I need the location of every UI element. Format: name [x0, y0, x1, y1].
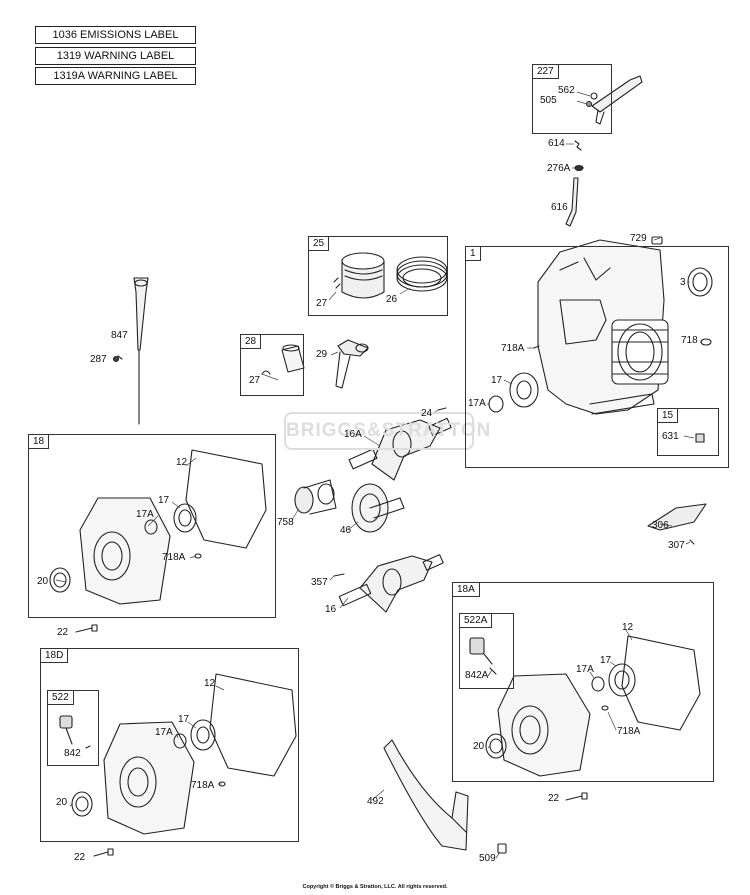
callout-718a-crankcase[interactable]: 718A	[501, 343, 525, 354]
callout-22-right[interactable]: 22	[548, 793, 560, 804]
callout-718[interactable]: 718	[681, 335, 698, 346]
callout-17-sump18a[interactable]: 17	[600, 655, 612, 666]
callout-718a-sump18d[interactable]: 718A	[191, 780, 215, 791]
group-box-522a: 522A	[459, 613, 514, 689]
callout-29[interactable]: 29	[316, 349, 328, 360]
group-tag-15: 15	[658, 409, 679, 423]
callout-17a-crankcase[interactable]: 17A	[468, 398, 486, 409]
group-tag-18a: 18A	[453, 583, 480, 597]
callout-20-sump18a[interactable]: 20	[473, 741, 485, 752]
callout-758[interactable]: 758	[277, 517, 294, 528]
callout-27-piston[interactable]: 27	[316, 298, 328, 309]
callout-505[interactable]: 505	[540, 95, 557, 106]
callout-509[interactable]: 509	[479, 853, 496, 864]
callout-3[interactable]: 3	[680, 277, 686, 288]
group-tag-227: 227	[533, 65, 559, 79]
callout-718a-sump18a[interactable]: 718A	[617, 726, 641, 737]
callout-12-sump18a[interactable]: 12	[622, 622, 634, 633]
group-tag-522a: 522A	[460, 614, 493, 628]
callout-562[interactable]: 562	[558, 85, 575, 96]
warning-label-1319[interactable]: 1319 WARNING LABEL	[35, 47, 196, 65]
copyright-notice: Copyright © Briggs & Stratton, LLC. All …	[302, 884, 448, 890]
group-tag-18d: 18D	[41, 649, 69, 663]
group-box-25: 25	[308, 236, 448, 316]
group-box-18: 18	[28, 434, 276, 618]
callout-22-upper[interactable]: 22	[57, 627, 69, 638]
brand-watermark: BRIGGS&STRATTON	[284, 412, 490, 450]
group-tag-18: 18	[29, 435, 50, 449]
callout-276a[interactable]: 276A	[547, 163, 571, 174]
callout-492[interactable]: 492	[367, 796, 384, 807]
callout-16a[interactable]: 16A	[344, 429, 362, 440]
group-box-15: 15	[657, 408, 719, 456]
callout-631[interactable]: 631	[662, 431, 679, 442]
group-box-522: 522	[47, 690, 99, 766]
group-tag-28: 28	[241, 335, 262, 349]
callout-287[interactable]: 287	[90, 354, 107, 365]
group-box-28: 28	[240, 334, 304, 396]
callout-46[interactable]: 46	[340, 525, 352, 536]
callout-26[interactable]: 26	[386, 294, 398, 305]
callout-307[interactable]: 307	[668, 540, 685, 551]
callout-718a-sump18[interactable]: 718A	[162, 552, 186, 563]
callout-847[interactable]: 847	[111, 330, 128, 341]
callout-17-sump18d[interactable]: 17	[178, 714, 190, 725]
callout-12-sump18[interactable]: 12	[176, 457, 188, 468]
group-tag-522: 522	[48, 691, 74, 705]
callout-16[interactable]: 16	[325, 604, 337, 615]
callout-17-sump18[interactable]: 17	[158, 495, 170, 506]
callout-17a-sump18[interactable]: 17A	[136, 509, 154, 520]
warning-label-1319a[interactable]: 1319A WARNING LABEL	[35, 67, 196, 85]
callout-24[interactable]: 24	[421, 408, 433, 419]
emissions-label-1036[interactable]: 1036 EMISSIONS LABEL	[35, 26, 196, 44]
callout-729[interactable]: 729	[630, 233, 647, 244]
callout-17a-sump18d[interactable]: 17A	[155, 727, 173, 738]
callout-27-pin[interactable]: 27	[249, 375, 261, 386]
group-box-1: 1	[465, 246, 729, 468]
group-box-227: 227	[532, 64, 612, 134]
callout-306[interactable]: 306	[652, 520, 669, 531]
callout-20-sump18d[interactable]: 20	[56, 797, 68, 808]
callout-17-crankcase[interactable]: 17	[491, 375, 503, 386]
group-box-18d: 18D	[40, 648, 299, 842]
callout-12-sump18d[interactable]: 12	[204, 678, 216, 689]
callout-614[interactable]: 614	[548, 138, 565, 149]
group-tag-1: 1	[466, 247, 481, 261]
group-box-18a: 18A	[452, 582, 714, 782]
callout-842a[interactable]: 842A	[465, 670, 489, 681]
callout-842[interactable]: 842	[64, 748, 81, 759]
callout-17a-sump18a[interactable]: 17A	[576, 664, 594, 675]
callout-357[interactable]: 357	[311, 577, 328, 588]
callout-20-sump18[interactable]: 20	[37, 576, 49, 587]
callout-616[interactable]: 616	[551, 202, 568, 213]
group-tag-25: 25	[309, 237, 330, 251]
callout-22-lower[interactable]: 22	[74, 852, 86, 863]
